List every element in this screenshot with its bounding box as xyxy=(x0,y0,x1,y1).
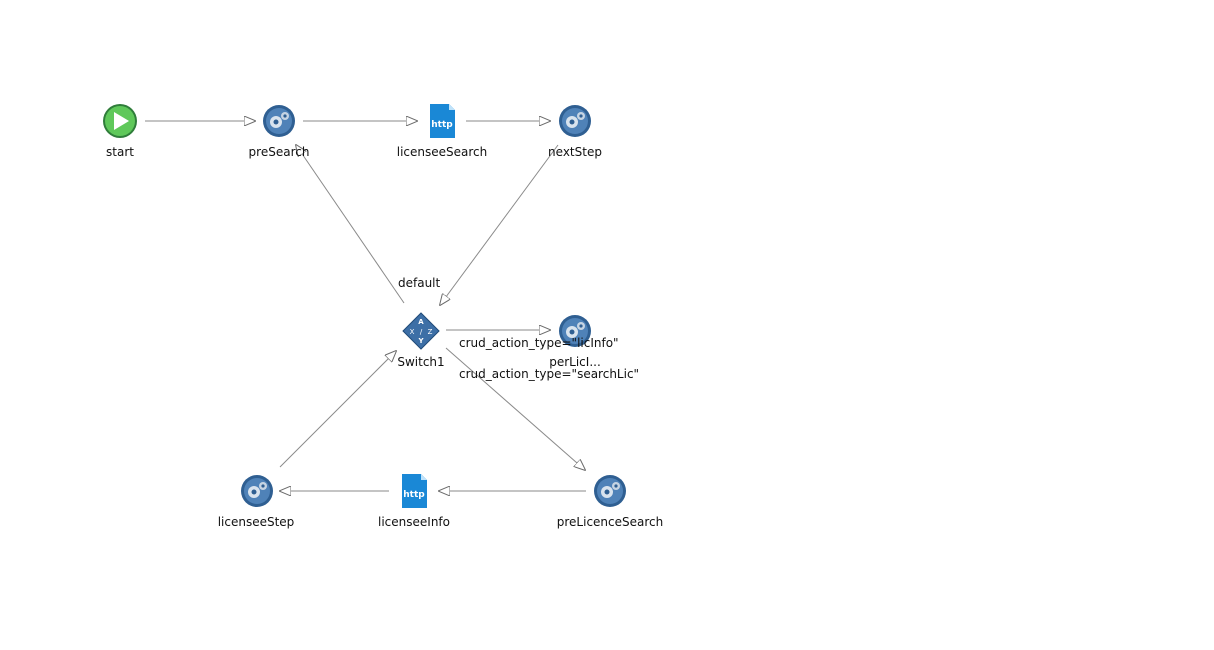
svg-text:http: http xyxy=(431,120,453,130)
node-label-licenseeinfo: licenseeInfo xyxy=(378,515,450,529)
svg-text:/: / xyxy=(420,328,423,336)
svg-text:Y: Y xyxy=(417,337,424,345)
http-icon[interactable]: http xyxy=(422,101,462,141)
node-label-nextstep: nextStep xyxy=(548,145,602,159)
gear-icon[interactable] xyxy=(555,311,595,351)
edge-label-searchlic: crud_action_type="searchLic" xyxy=(459,367,640,381)
svg-text:http: http xyxy=(403,490,425,500)
edge-switch1-presearch-default[interactable] xyxy=(296,145,405,304)
node-label-perlic: perLicI... xyxy=(549,355,601,369)
gear-icon[interactable] xyxy=(555,101,595,141)
gear-icon[interactable] xyxy=(259,101,299,141)
node-label-switch1: Switch1 xyxy=(397,355,445,369)
play-icon[interactable] xyxy=(100,101,140,141)
node-label-start: start xyxy=(106,145,134,159)
gear-icon[interactable] xyxy=(237,471,277,511)
gear-icon[interactable] xyxy=(590,471,630,511)
node-label-licenseestep: licenseeStep xyxy=(217,515,295,529)
switch-icon[interactable]: A X / Z Y xyxy=(401,311,441,351)
node-label-licenseesearch: licenseeSearch xyxy=(396,145,488,159)
edge-licenseestep-switch1[interactable] xyxy=(279,351,396,468)
svg-text:A: A xyxy=(418,318,424,326)
svg-text:Z: Z xyxy=(428,328,433,336)
node-label-prelicencesearch: preLicenceSearch xyxy=(556,515,664,529)
edge-label-default: default xyxy=(398,276,441,290)
edge-nextstep-switch1[interactable] xyxy=(440,144,559,305)
http-icon[interactable]: http xyxy=(394,471,434,511)
svg-text:X: X xyxy=(410,328,415,336)
node-label-presearch: preSearch xyxy=(248,145,310,159)
edge-switch1-prelicencesearch[interactable] xyxy=(445,347,585,470)
edge-label-licinfo: crud_action_type="licInfo" xyxy=(459,336,619,350)
